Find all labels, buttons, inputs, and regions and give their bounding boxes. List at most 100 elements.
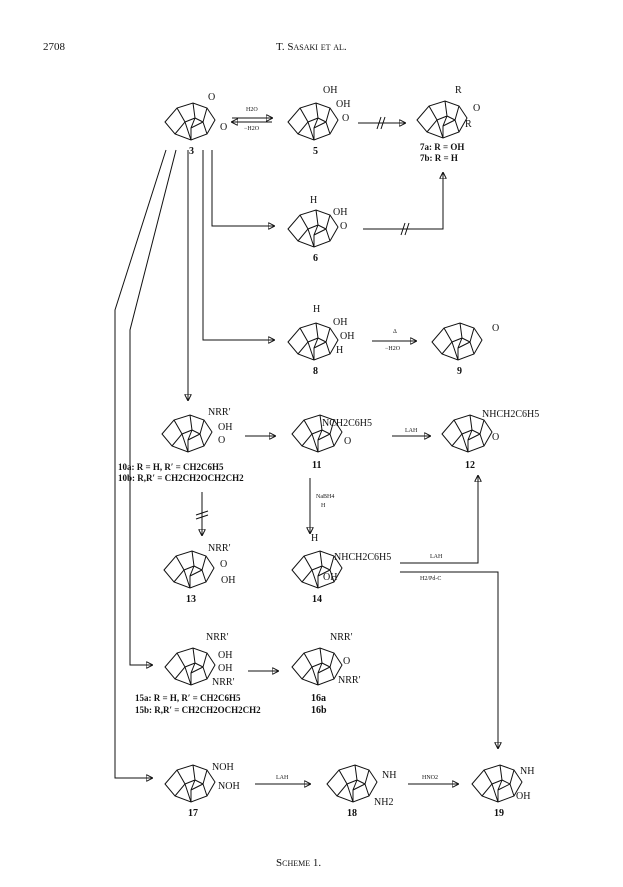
molecule-7 — [416, 100, 468, 139]
arrow-3-to-6 — [211, 150, 274, 226]
molecule-17 — [164, 764, 216, 803]
molecule-12 — [441, 414, 493, 453]
reagent-minus-h2o-1: −H2O — [244, 126, 260, 132]
group-o-12: O — [492, 432, 500, 443]
molecule-13 — [163, 550, 215, 589]
compound-15a: 15a: R = H, R′ = CH2C6H5 — [135, 693, 241, 703]
blocked-mark-6-7b — [404, 222, 410, 236]
group-nrr-10: NRR′ — [208, 407, 231, 418]
group-noh-17b: NOH — [218, 781, 240, 792]
compound-16b: 16b — [311, 705, 327, 716]
group-o-16: O — [343, 656, 351, 667]
arrow-14-to-19 — [400, 571, 498, 748]
group-nrr-16b: NRR′ — [338, 675, 361, 686]
molecule-5 — [287, 102, 339, 141]
blocked-mark-10-13 — [195, 510, 209, 516]
reagent-lah-1: LAH — [405, 428, 418, 434]
scheme-caption: Scheme 1. — [276, 857, 322, 869]
blocked-mark-5-7b — [380, 116, 386, 130]
group-nh-19: NH — [520, 766, 535, 777]
group-o-3a: O — [208, 92, 216, 103]
compound-3: 3 — [189, 146, 194, 157]
reagent-delta: Δ — [393, 329, 397, 335]
molecule-18 — [326, 764, 378, 803]
blocked-mark-10-13b — [195, 514, 209, 520]
compound-10b: 10b: R,R′ = CH2CH2OCH2CH2 — [118, 473, 244, 483]
group-oh-5a: OH — [323, 85, 338, 96]
group-nch2-11: NCH2C6H5 — [322, 418, 373, 429]
compound-7a: 7a: R = OH — [420, 142, 465, 152]
group-nrr-16a: NRR′ — [330, 632, 353, 643]
group-oh-13: OH — [221, 575, 236, 586]
reagent-hno2: HNO2 — [422, 775, 438, 781]
reagent-minus-h2o-2: −H2O — [385, 346, 401, 352]
reagent-nabh4: NaBH4 — [316, 494, 335, 500]
group-o-6: O — [340, 221, 348, 232]
group-o-3b: O — [220, 122, 228, 133]
blocked-mark-5-7 — [376, 116, 382, 130]
compound-6: 6 — [313, 253, 318, 264]
group-nh-18: NH — [382, 770, 397, 781]
group-r-7b: R — [465, 119, 472, 130]
group-o-7: O — [473, 103, 481, 114]
group-oh-8a: OH — [333, 317, 348, 328]
group-o-9: O — [492, 323, 500, 334]
group-oh-15b: OH — [218, 663, 233, 674]
group-h-6: H — [310, 195, 318, 206]
arrow-3-to-8 — [202, 150, 274, 340]
group-o-10: O — [218, 435, 226, 446]
compound-5: 5 — [313, 146, 318, 157]
group-h-8a: H — [313, 304, 321, 315]
compound-8: 8 — [313, 366, 318, 377]
group-oh-10: OH — [218, 422, 233, 433]
compound-15b: 15b: R,R′ = CH2CH2OCH2CH2 — [135, 705, 261, 715]
compound-10a: 10a: R = H, R′ = CH2C6H5 — [118, 462, 224, 472]
molecule-15 — [164, 647, 216, 686]
group-oh-6: OH — [333, 207, 348, 218]
group-r-7a: R — [455, 85, 462, 96]
compound-14: 14 — [312, 594, 322, 605]
group-noh-17a: NOH — [212, 762, 234, 773]
compound-16a: 16a — [311, 693, 326, 704]
group-nhch2-14: NHCH2C6H5 — [334, 552, 392, 563]
reagent-h2pdc: H2/Pd-C — [420, 576, 442, 582]
group-nrr-13: NRR′ — [208, 543, 231, 554]
molecule-10 — [161, 414, 213, 453]
group-nh2-18: NH2 — [374, 797, 394, 808]
compound-7b: 7b: R = H — [420, 153, 458, 163]
group-o-11: O — [344, 436, 352, 447]
group-oh-15a: OH — [218, 650, 233, 661]
running-title: T. Sasaki et al. — [276, 41, 347, 53]
compound-18: 18 — [347, 808, 357, 819]
page-number: 2708 — [43, 41, 65, 53]
arrow-14-to-12 — [400, 476, 478, 564]
group-h-8b: H — [336, 345, 344, 356]
group-oh-19: OH — [516, 791, 531, 802]
group-oh-14: OH — [323, 572, 338, 583]
compound-12: 12 — [465, 460, 475, 471]
compound-19: 19 — [494, 808, 504, 819]
molecule-9 — [431, 322, 483, 361]
compound-11: 11 — [312, 460, 322, 471]
group-oh-5b: OH — [336, 99, 351, 110]
molecule-8 — [287, 322, 339, 361]
molecule-19 — [471, 764, 523, 803]
reagent-h-plus: H — [321, 503, 326, 509]
blocked-mark-6-7 — [400, 222, 406, 236]
arrow-3-to-15 — [129, 149, 177, 665]
group-o-5: O — [342, 113, 350, 124]
reagent-lah-3: LAH — [276, 775, 289, 781]
compound-13: 13 — [186, 594, 196, 605]
group-oh-8b: OH — [340, 331, 355, 342]
group-nrr-15a: NRR′ — [206, 632, 229, 643]
arrow-3-to-17 — [114, 149, 167, 778]
arrow-6-to-7 — [363, 173, 443, 230]
reagent-lah-2: LAH — [430, 554, 443, 560]
compound-17: 17 — [188, 808, 198, 819]
molecule-6 — [287, 209, 339, 248]
group-o-13: O — [220, 559, 228, 570]
molecule-16 — [291, 647, 343, 686]
reagent-h2o: H2O — [246, 107, 258, 113]
molecule-3 — [164, 102, 216, 141]
